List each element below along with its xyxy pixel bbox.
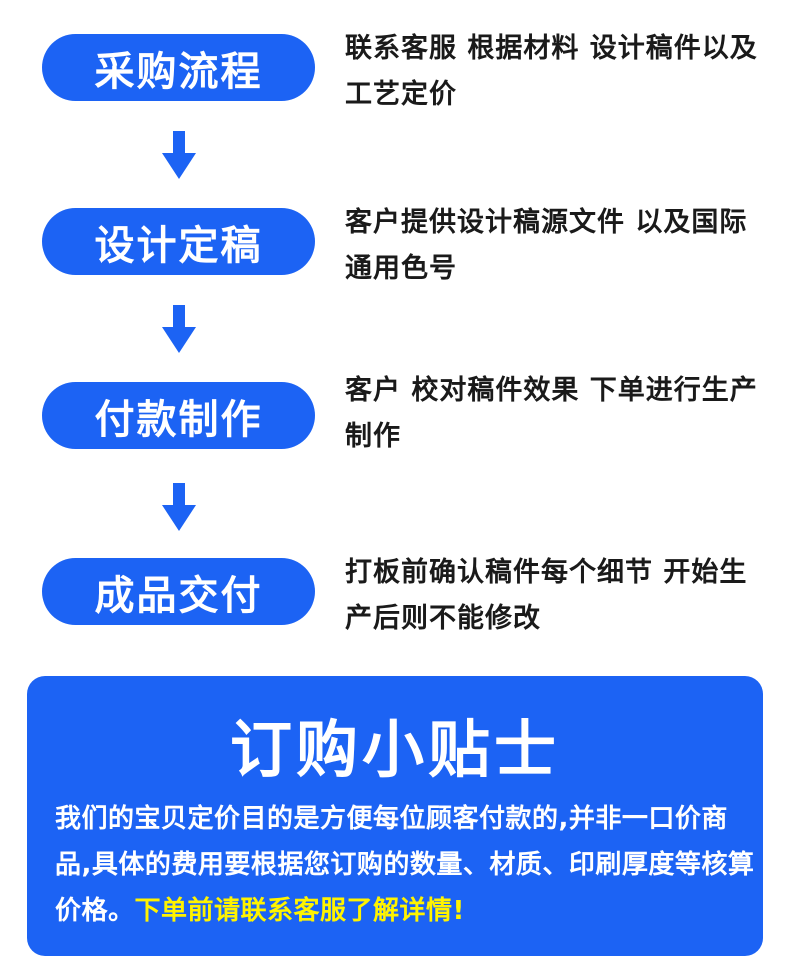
step-desc-design: 客户提供设计稿源文件 以及国际通用色号 <box>345 207 748 284</box>
tips-title: 订购小贴士 <box>229 713 560 786</box>
tips-panel: 订购小贴士 我们的宝贝定价目的是方便每位顾客付款的,并非一口价商品,具体的费用要… <box>27 676 763 956</box>
tips-body: 我们的宝贝定价目的是方便每位顾客付款的,并非一口价商品,具体的费用要根据您订购的… <box>55 796 755 934</box>
step-desc-purchase: 联系客服 根据材料 设计稿件以及工艺定价 <box>345 33 758 110</box>
tips-body-text: 我们的宝贝定价目的是方便每位顾客付款的,并非一口价商品,具体的费用要根据您订购的… <box>55 804 755 926</box>
step-desc-payment: 客户 校对稿件效果 下单进行生产制作 <box>345 375 758 452</box>
step-desc-delivery: 打板前确认稿件每个细节 开始生产后则不能修改 <box>345 557 748 634</box>
down-arrow-icon <box>162 305 196 353</box>
step-pill-delivery: 成品交付 <box>42 558 315 625</box>
down-arrow-icon <box>162 483 196 531</box>
tips-highlight: 下单前请联系客服了解详情! <box>134 896 465 926</box>
step-pill-design: 设计定稿 <box>42 208 315 275</box>
step-pill-payment: 付款制作 <box>42 382 315 449</box>
down-arrow-icon <box>162 131 196 179</box>
step-pill-purchase: 采购流程 <box>42 34 315 101</box>
